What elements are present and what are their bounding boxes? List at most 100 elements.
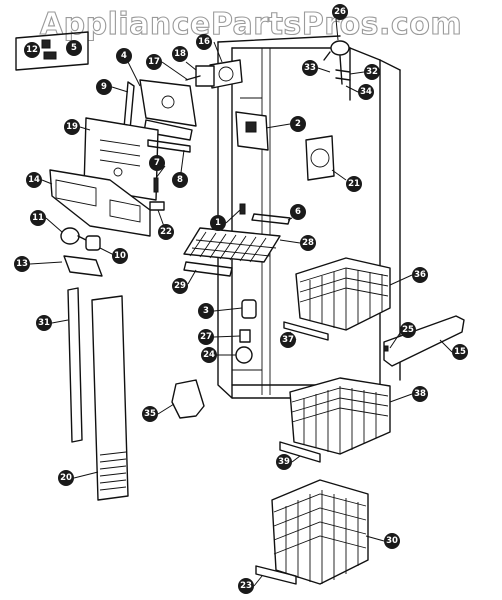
callout-19: 19 — [64, 119, 80, 135]
callout-34: 34 — [358, 84, 374, 100]
svg-text:33: 33 — [304, 63, 316, 73]
part-27-spring — [239, 329, 251, 343]
svg-text:15: 15 — [454, 347, 466, 357]
callout-21: 21 — [346, 176, 362, 192]
callout-33: 33 — [302, 60, 318, 76]
part-16-18-motor — [185, 59, 243, 89]
svg-text:32: 32 — [366, 67, 378, 77]
svg-text:3: 3 — [203, 306, 209, 316]
callout-15: 15 — [452, 344, 468, 360]
callout-28: 28 — [300, 235, 316, 251]
callout-9: 9 — [96, 79, 112, 95]
callout-17: 17 — [146, 54, 162, 70]
callout-36: 36 — [412, 267, 428, 283]
svg-text:25: 25 — [402, 325, 414, 335]
svg-text:23: 23 — [240, 581, 252, 591]
part-21-fan — [305, 135, 335, 181]
callout-12: 12 — [24, 42, 40, 58]
svg-text:27: 27 — [200, 332, 212, 342]
callout-13: 13 — [14, 256, 30, 272]
callout-38: 38 — [412, 386, 428, 402]
svg-text:5: 5 — [71, 43, 77, 53]
part-4-bracket — [139, 79, 197, 141]
callout-20: 20 — [58, 470, 74, 486]
part-7-screw — [153, 177, 159, 193]
callout-11: 11 — [30, 210, 46, 226]
svg-text:18: 18 — [174, 49, 186, 59]
part-29-rail — [183, 261, 233, 277]
callout-29: 29 — [172, 278, 188, 294]
part-36-basket — [295, 257, 391, 331]
part-14-housing — [49, 169, 151, 237]
callout-32: 32 — [364, 64, 380, 80]
callout-31: 31 — [36, 315, 52, 331]
callout-23: 23 — [238, 578, 254, 594]
callout-7: 7 — [149, 155, 165, 171]
part-23-rail — [255, 565, 297, 585]
svg-text:12: 12 — [26, 45, 38, 55]
svg-text:19: 19 — [66, 122, 78, 132]
callout-27: 27 — [198, 329, 214, 345]
svg-text:39: 39 — [278, 457, 290, 467]
part-37-rail — [283, 321, 329, 341]
callout-39: 39 — [276, 454, 292, 470]
callout-24: 24 — [201, 347, 217, 363]
callout-1: 1 — [210, 215, 226, 231]
svg-text:16: 16 — [198, 37, 210, 47]
part-38-basket — [289, 377, 391, 455]
svg-text:35: 35 — [144, 409, 156, 419]
callout-35: 35 — [142, 406, 158, 422]
svg-text:7: 7 — [154, 158, 160, 168]
part-24-knob — [235, 346, 253, 364]
svg-text:9: 9 — [101, 82, 107, 92]
svg-text:34: 34 — [360, 87, 372, 97]
svg-text:24: 24 — [203, 350, 215, 360]
svg-text:37: 37 — [282, 335, 294, 345]
svg-text:36: 36 — [414, 270, 426, 280]
callout-22: 22 — [158, 224, 174, 240]
part-22-clip — [149, 201, 165, 211]
svg-text:17: 17 — [148, 57, 160, 67]
svg-text:8: 8 — [177, 175, 183, 185]
svg-text:10: 10 — [114, 251, 126, 261]
part-20-panel — [91, 295, 129, 501]
svg-text:14: 14 — [28, 175, 40, 185]
callout-6: 6 — [290, 204, 306, 220]
part-12-5-inset — [15, 31, 89, 71]
svg-text:22: 22 — [160, 227, 172, 237]
svg-text:20: 20 — [60, 473, 72, 483]
part-8-rail — [147, 139, 191, 153]
callout-4: 4 — [116, 48, 132, 64]
callout-5: 5 — [66, 40, 82, 56]
svg-text:30: 30 — [386, 536, 398, 546]
watermark: AppliancePartsPros.com — [40, 7, 462, 42]
callout-26: 26 — [332, 4, 348, 20]
callout-18: 18 — [172, 46, 188, 62]
svg-text:4: 4 — [121, 51, 127, 61]
part-9-strip — [123, 81, 135, 131]
svg-text:2: 2 — [295, 119, 301, 129]
callout-16: 16 — [196, 34, 212, 50]
part-35-bucket — [171, 379, 205, 419]
svg-text:6: 6 — [295, 207, 301, 217]
callout-8: 8 — [172, 172, 188, 188]
callout-2: 2 — [290, 116, 306, 132]
part-30-basket — [271, 479, 369, 585]
refrigerator-cabinet — [217, 35, 401, 421]
callout-25: 25 — [400, 322, 416, 338]
svg-text:38: 38 — [414, 389, 426, 399]
part-13-lens — [63, 255, 103, 277]
callout-3: 3 — [198, 303, 214, 319]
svg-text:28: 28 — [302, 238, 314, 248]
svg-text:11: 11 — [32, 213, 44, 223]
part-10-socket — [85, 235, 101, 251]
callout-14: 14 — [26, 172, 42, 188]
part-39-rail — [279, 441, 321, 463]
part-31-strip — [67, 287, 83, 443]
svg-text:1: 1 — [215, 218, 221, 228]
svg-text:29: 29 — [174, 281, 186, 291]
part-28-wire-shelf — [183, 213, 291, 263]
svg-text:13: 13 — [16, 259, 28, 269]
part-15-rail — [383, 315, 465, 367]
